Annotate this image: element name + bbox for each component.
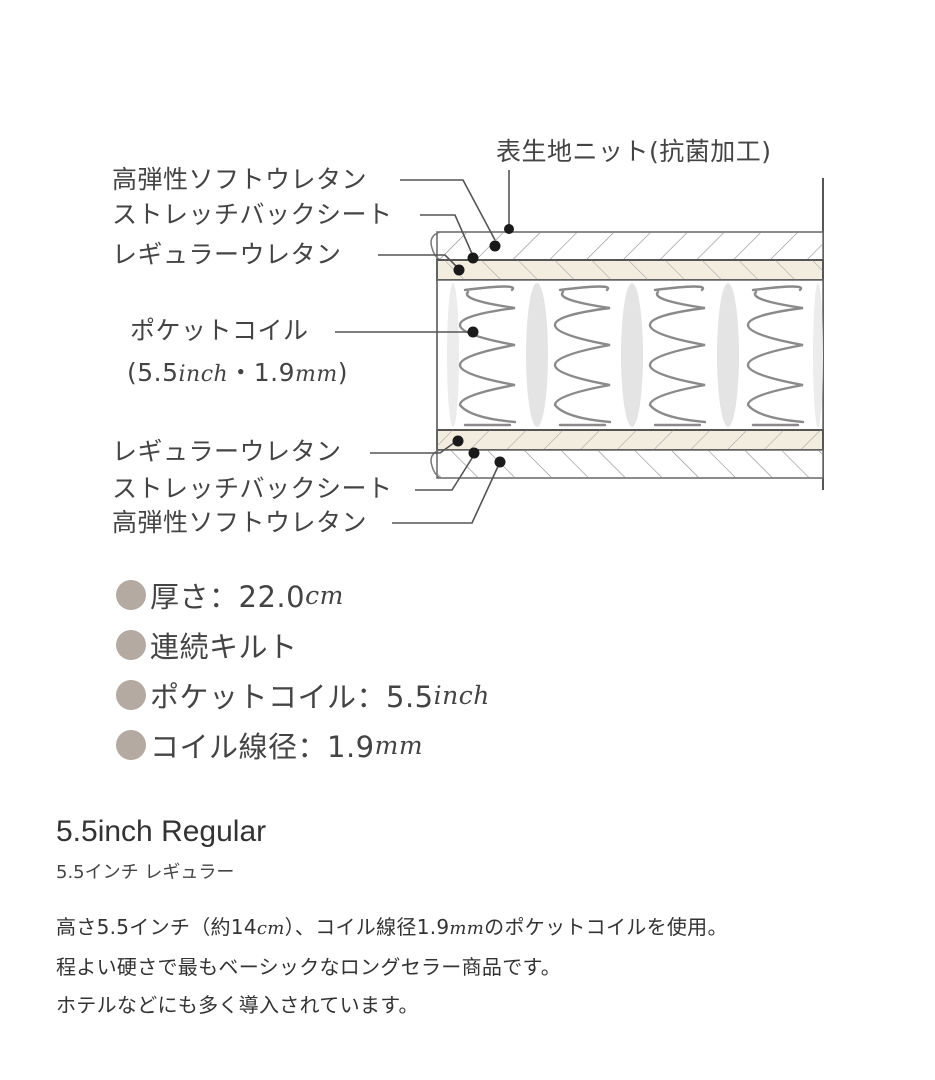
description-body: 高さ5.5インチ（約14cm）、コイル線径1.9mmのポケットコイルを使用。 程… (56, 908, 916, 1024)
spec-item-quilt: 連続キルト (116, 620, 490, 670)
mattress-cross-section-diagram: 表生地ニット(抗菌加工) 高弾性ソフトウレタン ストレッチバックシート レギュラ… (112, 137, 824, 537)
mattress-layers-illustration (335, 170, 824, 524)
model-subtitle: 5.5インチ レギュラー (56, 862, 235, 883)
label-bottom-high-resilience-urethane: 高弾性ソフトウレタン (112, 508, 368, 537)
bullet-dot-icon (116, 630, 146, 660)
label-top-regular-urethane: レギュラーウレタン (112, 240, 342, 269)
label-surface-knit: 表生地ニット(抗菌加工) (496, 137, 772, 166)
description-line-2: 程よい硬さで最もベーシックなロングセラー商品です。 (56, 955, 562, 979)
label-bottom-stretch-back-sheet: ストレッチバックシート (112, 474, 393, 503)
bullet-dot-icon (116, 680, 146, 710)
label-top-stretch-back-sheet: ストレッチバックシート (112, 200, 393, 229)
description-line-3: ホテルなどにも多く導入されています。 (56, 993, 419, 1017)
bullet-dot-icon (116, 730, 146, 760)
model-description: 5.5inch Regular 5.5インチ レギュラー 高さ5.5インチ（約1… (56, 812, 916, 1024)
label-bottom-regular-urethane: レギュラーウレタン (112, 437, 342, 466)
label-pocket-coil-spec: (5.5inch・1.9mm) (127, 358, 348, 387)
bullet-dot-icon (116, 580, 146, 610)
model-name: 5.5inch Regular (56, 815, 267, 848)
label-pocket-coil: ポケットコイル (130, 316, 309, 345)
description-line-1: 高さ5.5インチ（約14cm）、コイル線径1.9mmのポケットコイルを使用。 (56, 915, 728, 939)
label-top-high-resilience-urethane: 高弾性ソフトウレタン (112, 165, 368, 194)
